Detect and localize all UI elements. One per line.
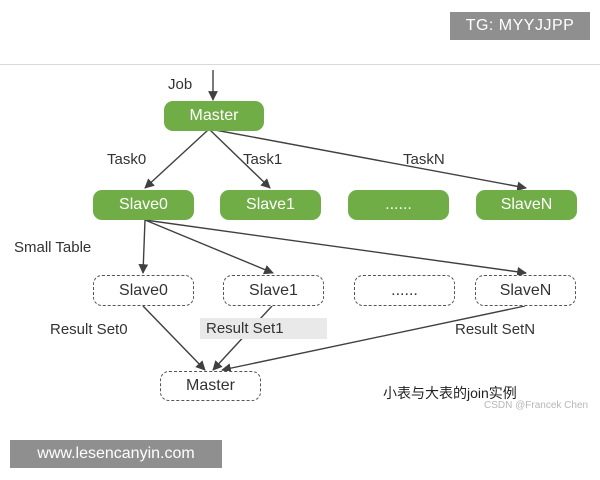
bottom-banner: www.lesencanyin.com bbox=[10, 440, 222, 468]
taskn-label: TaskN bbox=[403, 151, 445, 168]
top-banner: TG: MYYJJPP bbox=[450, 12, 590, 40]
edge-master-slave0 bbox=[144, 129, 209, 189]
result-set0-label: Result Set0 bbox=[50, 321, 128, 338]
edge-dslave0-result bbox=[142, 305, 206, 371]
csdn-watermark: CSDN @Francek Chen bbox=[484, 400, 589, 411]
slave1-node: Slave1 bbox=[220, 190, 321, 220]
small-table-label: Small Table bbox=[14, 239, 92, 256]
edge-slave0-dslaven bbox=[144, 219, 527, 277]
result-setn-label: Result SetN bbox=[455, 321, 536, 338]
edge-dslaven-result bbox=[221, 305, 526, 373]
dashed-slave0-node: Slave0 bbox=[93, 275, 194, 306]
dashed-slaven-node: SlaveN bbox=[475, 275, 576, 306]
task1-label: Task1 bbox=[243, 151, 283, 168]
dashed-slave1-node: Slave1 bbox=[223, 275, 324, 306]
slaven-node: SlaveN bbox=[476, 190, 577, 220]
edge-slave0-dslave1 bbox=[144, 219, 274, 275]
job-label: Job bbox=[168, 76, 193, 93]
dashed-slave-ellipsis-node: ...... bbox=[354, 275, 455, 306]
result-master-node: Master bbox=[160, 371, 261, 401]
edge-master-slave1 bbox=[209, 129, 271, 189]
slave-ellipsis-node: ...... bbox=[348, 190, 449, 220]
diagram-caption: 小表与大表的join实例 bbox=[383, 385, 517, 401]
edge-slave0-dslave0 bbox=[138, 219, 149, 274]
slave0-node: Slave0 bbox=[93, 190, 194, 220]
task0-label: Task0 bbox=[107, 151, 147, 168]
result-set1-label: Result Set1 bbox=[200, 318, 327, 339]
diagram-slide bbox=[0, 64, 600, 415]
edge-master-slaven bbox=[214, 129, 527, 192]
master-node: Master bbox=[164, 101, 264, 131]
